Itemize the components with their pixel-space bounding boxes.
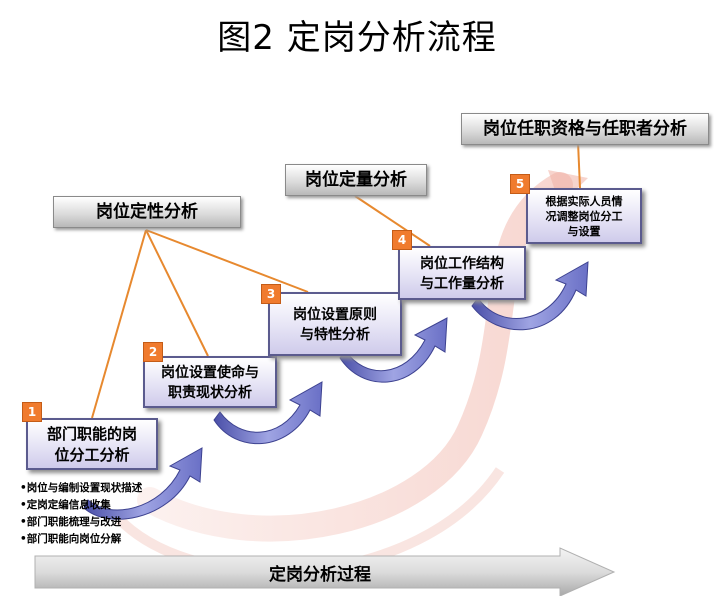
- step-4-number: 4: [392, 230, 412, 250]
- step-1-text: 部门职能的岗 位分工分析: [46, 425, 137, 464]
- connector-lines: [91, 141, 581, 419]
- step-3: 岗位设置原则 与特性分析: [268, 292, 402, 356]
- process-arrow-label: 定岗分析过程: [269, 565, 371, 585]
- step-1-number: 1: [22, 402, 42, 422]
- step-4: 岗位工作结构 与工作量分析: [398, 246, 526, 300]
- process-arrow: [34, 547, 616, 596]
- bullet-item: •部门职能梳理与改进: [20, 516, 122, 528]
- swirl-background: [137, 172, 573, 542]
- step-4-text: 岗位工作结构 与工作量分析: [420, 256, 504, 292]
- figure-title: 图2 定岗分析流程: [217, 18, 497, 58]
- bullet-item: •定岗定编信息收集: [20, 499, 111, 511]
- bullet-item: •部门职能向岗位分解: [20, 533, 122, 545]
- quantitative-analysis-label: 岗位定量分析: [285, 164, 427, 196]
- step-5: 根据实际人员情 况调整岗位分工 与设置: [526, 188, 642, 244]
- step-1: 部门职能的岗 位分工分析: [26, 418, 158, 470]
- step-1-bullet-list: •岗位与编制设置现状描述 •定岗定编信息收集 •部门职能梳理与改进 •部门职能向…: [20, 480, 142, 548]
- qualitative-analysis-label: 岗位定性分析: [53, 196, 241, 228]
- curl-arrows: [83, 261, 589, 520]
- step-2-number: 2: [143, 342, 163, 362]
- step-5-number: 5: [510, 174, 530, 194]
- qualification-analysis-label: 岗位任职资格与任职者分析: [461, 113, 709, 145]
- step-3-text: 岗位设置原则 与特性分析: [293, 307, 377, 343]
- step-3-number: 3: [261, 284, 281, 304]
- bullet-item: •岗位与编制设置现状描述: [20, 482, 143, 494]
- step-5-text: 根据实际人员情 况调整岗位分工 与设置: [545, 194, 623, 238]
- step-2-text: 岗位设置使命与 职责现状分析: [161, 365, 259, 401]
- step-2: 岗位设置使命与 职责现状分析: [143, 356, 277, 408]
